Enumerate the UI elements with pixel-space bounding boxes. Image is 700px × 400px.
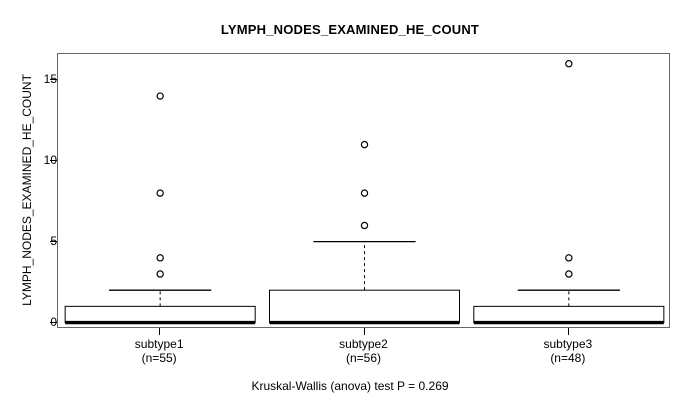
group-name: subtype2 — [339, 337, 388, 351]
y-tick-label: 15 — [43, 71, 57, 86]
plot-area — [57, 53, 670, 328]
group-sample-size: (n=48) — [550, 351, 586, 365]
x-tick-mark — [568, 328, 569, 335]
box-iqr — [268, 289, 461, 324]
statistical-test-annotation: Kruskal-Wallis (anova) test P = 0.269 — [251, 379, 449, 393]
outlier-point — [360, 189, 369, 197]
outlier-point — [156, 270, 164, 278]
box-group-subtype1 — [64, 92, 256, 325]
outlier-point — [565, 60, 573, 68]
box-iqr — [64, 305, 256, 324]
outlier-point — [156, 92, 164, 100]
group-name: subtype3 — [543, 337, 593, 351]
y-axis-ticks: 0 5 10 15 — [20, 0, 57, 400]
x-tick-label-subtype1: subtype1(n=55) — [69, 337, 249, 365]
page-title: LYMPH_NODES_EXAMINED_HE_COUNT — [220, 22, 480, 37]
x-tick-mark — [159, 328, 160, 335]
group-sample-size: (n=56) — [345, 351, 382, 365]
outlier-point — [156, 189, 164, 197]
y-tick-label: 5 — [50, 233, 57, 248]
outlier-point — [156, 254, 164, 262]
box-group-subtype2 — [268, 140, 461, 325]
outlier-point — [565, 270, 573, 278]
boxplot-canvas — [64, 60, 665, 325]
group-sample-size: (n=55) — [141, 351, 177, 365]
x-tick-label-subtype3: subtype3(n=48) — [478, 337, 658, 365]
y-tick-label: 0 — [50, 314, 57, 329]
y-tick-mark — [50, 240, 57, 242]
box-group-subtype3 — [473, 60, 665, 325]
box-iqr — [473, 305, 665, 324]
y-tick-mark — [50, 78, 57, 80]
y-tick-mark — [50, 159, 57, 161]
x-tick-mark — [364, 328, 365, 335]
outlier-point — [360, 140, 369, 149]
x-tick-label-subtype2: subtype2(n=56) — [274, 337, 454, 365]
group-name: subtype1 — [134, 337, 184, 351]
outlier-point — [565, 254, 573, 262]
y-tick-mark — [50, 321, 57, 323]
y-tick-label: 10 — [43, 152, 57, 167]
outlier-point — [360, 221, 369, 230]
